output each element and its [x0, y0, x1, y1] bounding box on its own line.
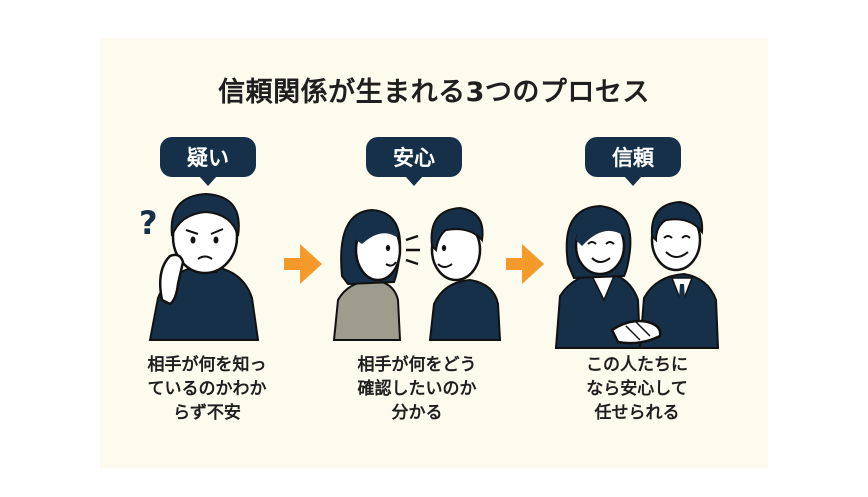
diagram-title: 信頼関係が生まれる3つのプロセス	[218, 77, 650, 108]
step-1-bubble: 疑い	[160, 137, 256, 177]
conversation-illustration	[332, 206, 502, 341]
doubt-person-illustration: ?	[139, 192, 260, 341]
step-2-caption: 相手が何をどう 確認したいのか 分かる	[357, 355, 477, 423]
step-1-caption: 相手が何を知っ ているのかわか らず不安	[147, 355, 267, 423]
arrow-right-icon	[506, 244, 544, 284]
arrow-right-icon	[284, 244, 322, 284]
question-mark: ?	[139, 204, 158, 242]
handshake-illustration	[554, 200, 720, 349]
step-2-bubble: 安心	[366, 137, 462, 177]
step-3-caption: この人たちに なら安心して 任せられる	[586, 355, 688, 423]
step-3-bubble: 信頼	[585, 137, 681, 177]
